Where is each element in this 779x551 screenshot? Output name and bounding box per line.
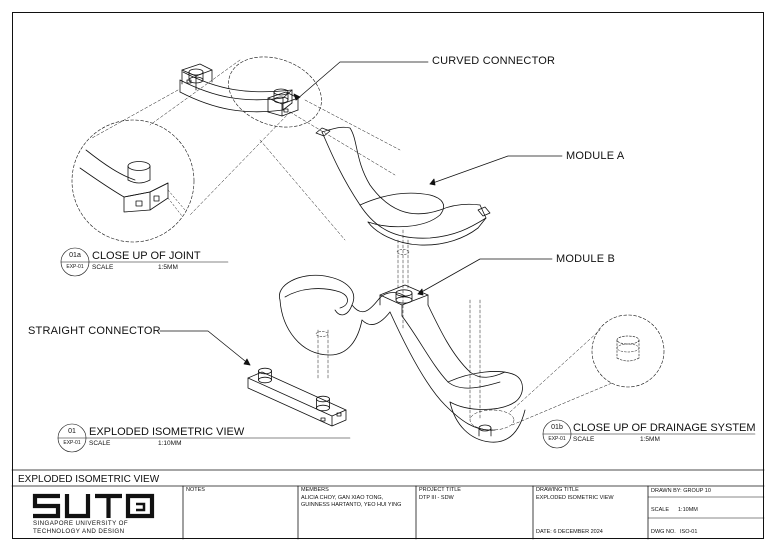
view-iso-title-block: EXPLODED ISOMETRIC VIEW bbox=[89, 426, 244, 438]
module-a-label: MODULE A bbox=[566, 150, 625, 162]
view-joint-ref: EXP-01 bbox=[66, 264, 84, 270]
view-iso-title: EXPLODED ISOMETRIC VIEW bbox=[89, 426, 245, 438]
module-b-label: MODULE B bbox=[556, 253, 616, 265]
view-joint-title-block: CLOSE UP OF JOINT bbox=[92, 250, 201, 262]
view-drain-ref: EXP-01 bbox=[548, 436, 566, 442]
drawing-title: EXPLODED ISOMETRIC VIEW bbox=[536, 495, 614, 501]
drawing-title-label: DRAWING TITLE bbox=[536, 487, 579, 493]
module-a-part bbox=[315, 126, 491, 246]
tb-scale: 1:10MM bbox=[678, 507, 698, 513]
view-iso-id: 01 bbox=[68, 428, 76, 435]
title-block-grid bbox=[11, 469, 765, 540]
view-joint-scale: 1:5MM bbox=[158, 264, 178, 271]
view-drain-title-block: CLOSE UP OF DRAINAGE SYSTEM bbox=[573, 422, 756, 434]
view-joint-title: CLOSE UP OF JOINT bbox=[92, 250, 201, 262]
joint-closeup-detail bbox=[71, 119, 195, 243]
drainage-closeup-detail bbox=[591, 314, 665, 388]
logo-subtitle-line-2: TECHNOLOGY AND DESIGN bbox=[33, 527, 125, 535]
view-joint-id: 01a bbox=[69, 252, 81, 259]
drawing-sheet bbox=[12, 12, 764, 539]
sheet-title: EXPLODED ISOMETRIC VIEW bbox=[18, 474, 160, 485]
view-iso-scale: 1:10MM bbox=[158, 440, 182, 447]
dwg-no-label: DWG NO. bbox=[651, 529, 676, 535]
members-line-1: ALICIA CHOY, GAN XIAO TONG, bbox=[301, 495, 384, 501]
sutd-logo bbox=[32, 493, 155, 519]
view-iso-ref: EXP-01 bbox=[63, 440, 81, 446]
tb-scale-label: SCALE bbox=[651, 507, 670, 513]
view-title-marks bbox=[57, 247, 756, 453]
view-drain-scale-label: SCALE bbox=[573, 436, 595, 443]
straight-connector-part bbox=[247, 367, 347, 427]
members-line-2: GUINNESS HARTANTO, YEO HUI YING bbox=[301, 502, 402, 508]
view-drain-scale: 1:5MM bbox=[640, 436, 660, 443]
view-drain-id: 01b bbox=[551, 424, 563, 431]
module-b-part bbox=[279, 274, 526, 443]
view-drain-title: CLOSE UP OF DRAINAGE SYSTEM bbox=[573, 422, 756, 434]
drawn-by: DRAWN BY: GROUP 10 bbox=[651, 488, 711, 494]
joint-highlight-oval bbox=[228, 56, 322, 128]
curved-connector-label: CURVED CONNECTOR bbox=[432, 55, 556, 67]
project-title-label: PROJECT TITLE bbox=[419, 487, 461, 493]
members-label: MEMBERS bbox=[301, 487, 329, 493]
dwg-no: ISO-01 bbox=[680, 529, 698, 535]
project-title: DTP III - SDW bbox=[419, 495, 454, 501]
view-iso-scale-label: SCALE bbox=[89, 440, 111, 447]
logo-subtitle-line-1: SINGAPORE UNIVERSITY OF bbox=[33, 520, 129, 527]
drawing-date: DATE: 6 DECEMBER 2024 bbox=[536, 529, 603, 535]
logo-subtitle: SINGAPORE UNIVERSITY OF TECHNOLOGY AND D… bbox=[33, 520, 128, 535]
leader-lines bbox=[159, 61, 563, 366]
straight-connector-label: STRAIGHT CONNECTOR bbox=[28, 325, 161, 337]
curved-connector-part bbox=[179, 63, 299, 117]
view-joint-scale-label: SCALE bbox=[92, 264, 114, 271]
notes-label: NOTES bbox=[186, 487, 205, 493]
